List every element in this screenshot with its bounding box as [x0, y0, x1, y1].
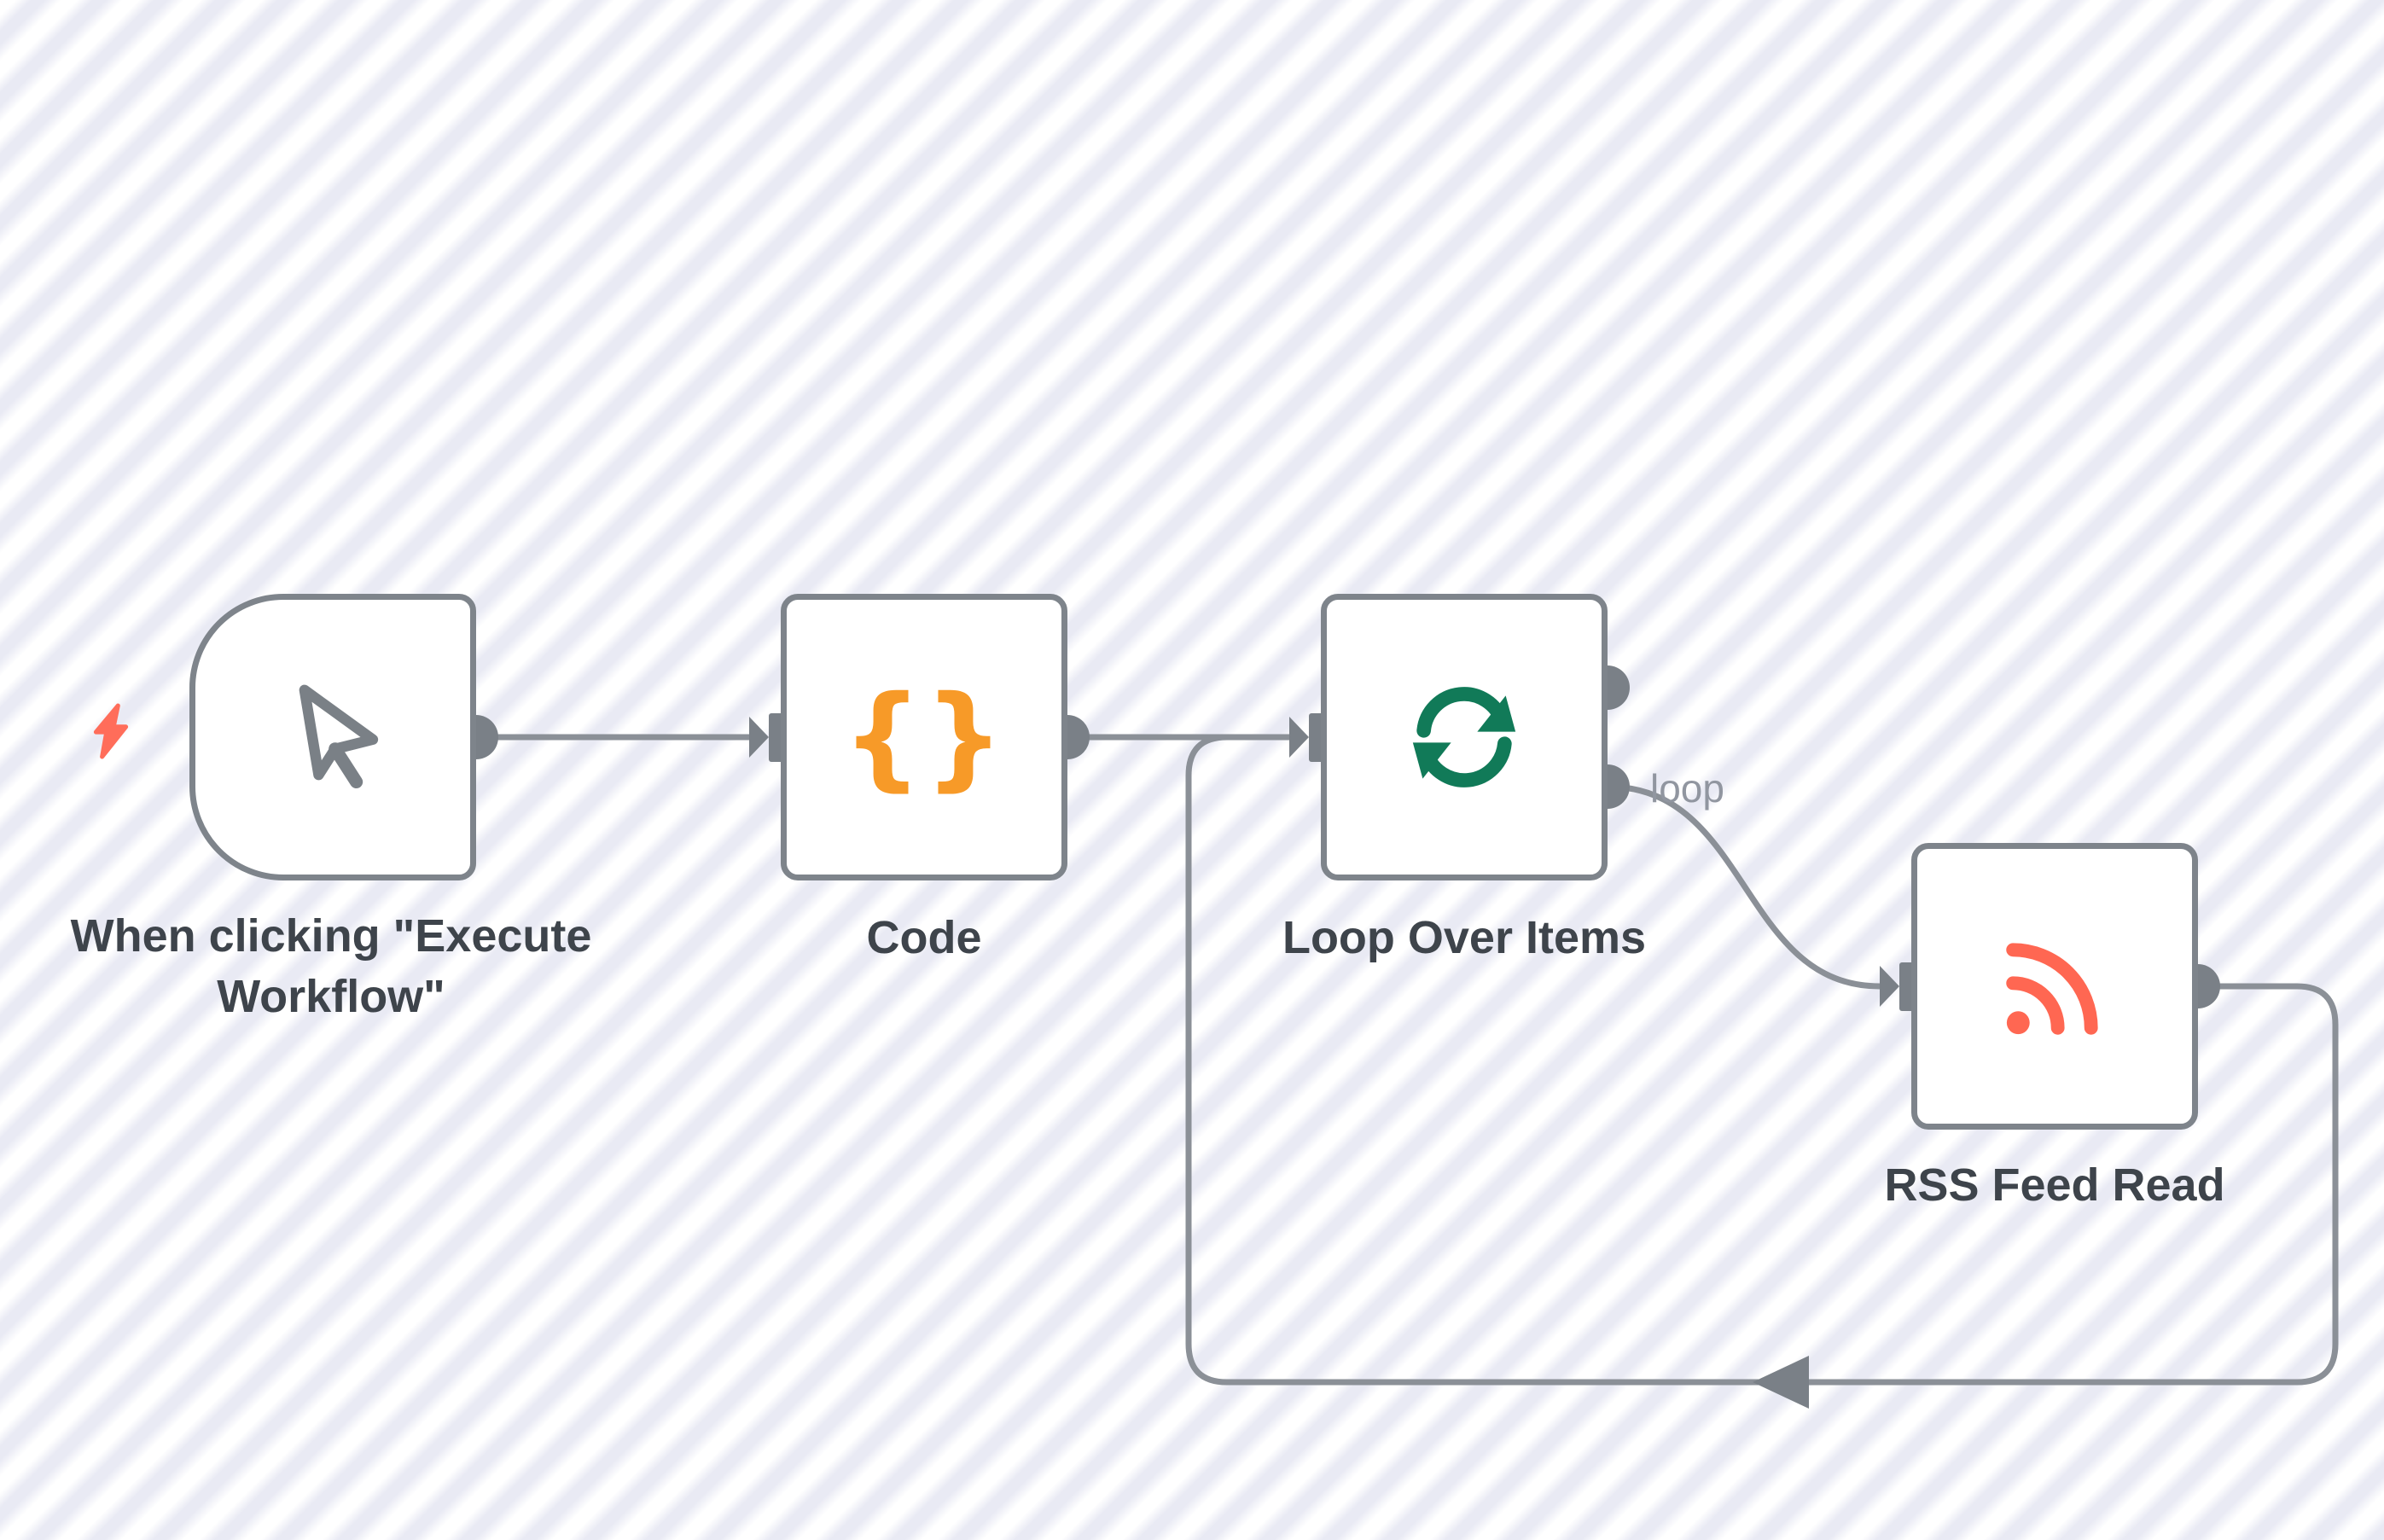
mouse-pointer-icon	[299, 684, 379, 789]
loopback-arrowhead-icon	[1753, 1356, 1809, 1409]
sync-arrows-icon	[1412, 687, 1516, 787]
connection-loop-output-to-rss[interactable]	[1604, 783, 1883, 990]
code-braces-icon: {}	[842, 671, 1006, 803]
node-label-manual-trigger[interactable]: When clicking "Execute Workflow"	[70, 910, 592, 1022]
rss-icon	[2006, 943, 2098, 1035]
loop-output-label: loop	[1650, 766, 1724, 811]
node-loop-over-items[interactable]	[1321, 594, 1608, 880]
execute-lightning-icon	[93, 703, 129, 759]
node-rss-feed-read[interactable]	[1911, 843, 2198, 1130]
node-manual-trigger[interactable]	[189, 594, 476, 880]
node-label-rss-feed-read[interactable]: RSS Feed Read	[1884, 1159, 2225, 1211]
node-label-loop-over-items[interactable]: Loop Over Items	[1282, 912, 1647, 963]
node-code[interactable]: {}	[781, 594, 1067, 880]
node-label-code[interactable]: Code	[866, 912, 982, 963]
